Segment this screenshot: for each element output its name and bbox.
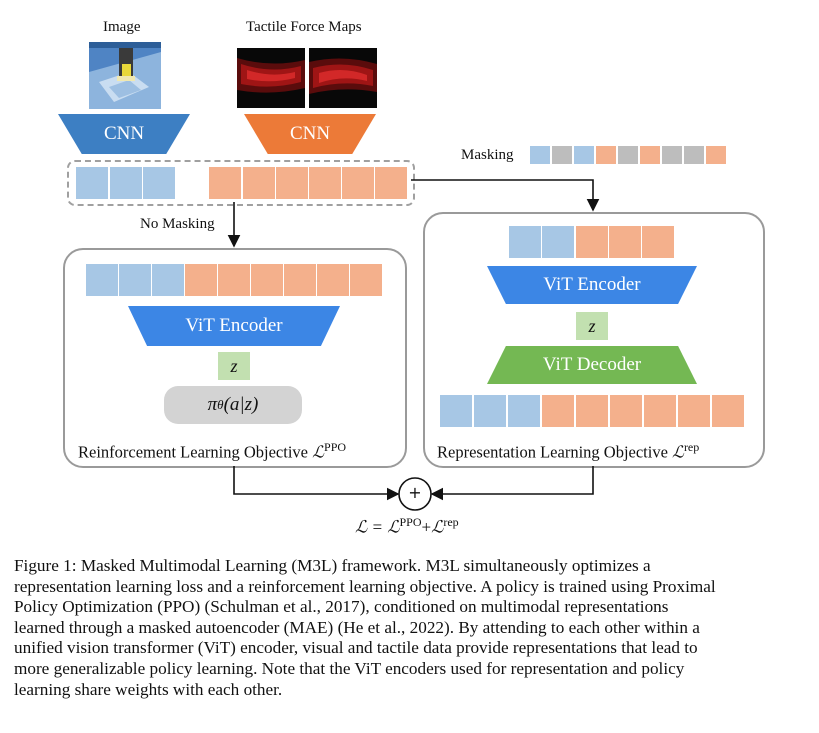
total-loss-equation: ℒ = ℒPPO+ℒrep xyxy=(355,515,459,538)
robot-scene-image xyxy=(89,42,161,109)
visual-token xyxy=(474,395,506,427)
caption-line: learned through a masked autoencoder (MA… xyxy=(14,617,700,637)
eq-s1: PPO xyxy=(399,515,422,529)
tactile-token xyxy=(609,226,641,258)
caption-line: unified vision transformer (ViT) encoder… xyxy=(14,638,698,658)
tactile-force-map-right xyxy=(309,48,377,108)
masking-arrow xyxy=(411,179,600,212)
policy-pi: π xyxy=(207,394,218,415)
no-masking-label: No Masking xyxy=(140,216,215,232)
tactile-token xyxy=(375,167,407,199)
visual-token xyxy=(508,395,540,427)
tactile-token xyxy=(610,395,642,427)
image-input-label: Image xyxy=(103,19,141,35)
rl-objective-label: Reinforcement Learning Objective xyxy=(78,442,308,462)
rl-vit-encoder-label: ViT Encoder xyxy=(185,315,283,336)
tactile-token xyxy=(350,264,382,296)
tactile-token xyxy=(284,264,316,296)
rep-loss-arrow xyxy=(430,466,594,501)
visual-token xyxy=(110,167,142,199)
tactile-token xyxy=(644,395,676,427)
masked-token xyxy=(684,146,704,164)
visual-token xyxy=(86,264,118,296)
tactile-token xyxy=(209,167,241,199)
rep-vit-decoder-label: ViT Decoder xyxy=(542,354,642,375)
visual-token xyxy=(440,395,472,427)
rl-objective: Reinforcement Learning Objective ℒPPO xyxy=(78,440,346,463)
rep-vit-encoder-label: ViT Encoder xyxy=(543,274,641,295)
rep-objective-label: Representation Learning Objective xyxy=(437,442,668,462)
visual-token xyxy=(119,264,151,296)
tactile-token xyxy=(576,226,608,258)
tactile-cnn-block: CNN xyxy=(244,114,376,154)
visual-token xyxy=(530,146,550,164)
rep-latent-z-label: z xyxy=(588,315,596,336)
masked-token xyxy=(662,146,682,164)
eq-s2: rep xyxy=(443,515,459,529)
tactile-token xyxy=(185,264,217,296)
tactile-token xyxy=(251,264,283,296)
figure-caption: Figure 1: Masked Multimodal Learning (M3… xyxy=(14,556,806,700)
tactile-token xyxy=(712,395,744,427)
image-cnn-block: CNN xyxy=(58,114,190,154)
tactile-token xyxy=(678,395,710,427)
tactile-token xyxy=(243,167,275,199)
tactile-token xyxy=(640,146,660,164)
tactile-token xyxy=(706,146,726,164)
rep-latent-z: z xyxy=(576,312,608,340)
eq-lhs: ℒ = xyxy=(355,517,388,537)
visual-token xyxy=(574,146,594,164)
rep-objective: Representation Learning Objective ℒrep xyxy=(437,440,699,463)
visual-token xyxy=(152,264,184,296)
visual-token xyxy=(509,226,541,258)
plus-sign: + xyxy=(408,483,422,502)
tactile-token xyxy=(309,167,341,199)
rl-loss-arrow xyxy=(233,466,400,501)
visual-token xyxy=(76,167,108,199)
tactile-cnn-label: CNN xyxy=(289,123,331,144)
tactile-force-map-left xyxy=(237,48,305,108)
caption-line: Policy Optimization (PPO) (Schulman et a… xyxy=(14,597,669,617)
eq-plus: + xyxy=(421,517,432,537)
tactile-token xyxy=(576,395,608,427)
caption-line: Figure 1: Masked Multimodal Learning (M3… xyxy=(14,556,651,575)
token-sequence-frame xyxy=(67,160,415,206)
rl-loss-sup: PPO xyxy=(324,440,347,454)
masked-token xyxy=(618,146,638,164)
tactile-token xyxy=(642,226,674,258)
masked-token xyxy=(552,146,572,164)
sum-node xyxy=(398,477,432,511)
tactile-token xyxy=(276,167,308,199)
rl-latent-z: z xyxy=(218,352,250,380)
rep-vit-encoder-block: ViT Encoder xyxy=(487,266,697,304)
tactile-token xyxy=(317,264,349,296)
caption-line: representation learning loss and a reinf… xyxy=(14,576,716,596)
policy-args: (a|z) xyxy=(223,394,259,415)
image-cnn-label: CNN xyxy=(103,123,145,144)
tactile-token xyxy=(542,395,574,427)
masking-label: Masking xyxy=(461,147,514,163)
policy-theta: θ xyxy=(217,397,224,412)
caption-line: learning share weights with each other. xyxy=(14,679,283,699)
rl-latent-z-label: z xyxy=(230,355,238,376)
eq-l2: ℒ xyxy=(431,517,444,537)
rl-loss-symbol: ℒ xyxy=(312,442,325,462)
visual-token xyxy=(143,167,175,199)
caption-line: more generalizable policy learning. Note… xyxy=(14,658,685,678)
rep-loss-symbol: ℒ xyxy=(672,442,684,462)
rep-loss-sup: rep xyxy=(683,440,700,454)
eq-l1: ℒ xyxy=(387,517,400,537)
tactile-input-label: Tactile Force Maps xyxy=(246,19,362,35)
tactile-token xyxy=(218,264,250,296)
rep-vit-decoder-block: ViT Decoder xyxy=(487,346,697,384)
tactile-token xyxy=(596,146,616,164)
tactile-token xyxy=(342,167,374,199)
rl-vit-encoder-block: ViT Encoder xyxy=(128,306,340,346)
visual-token xyxy=(542,226,574,258)
